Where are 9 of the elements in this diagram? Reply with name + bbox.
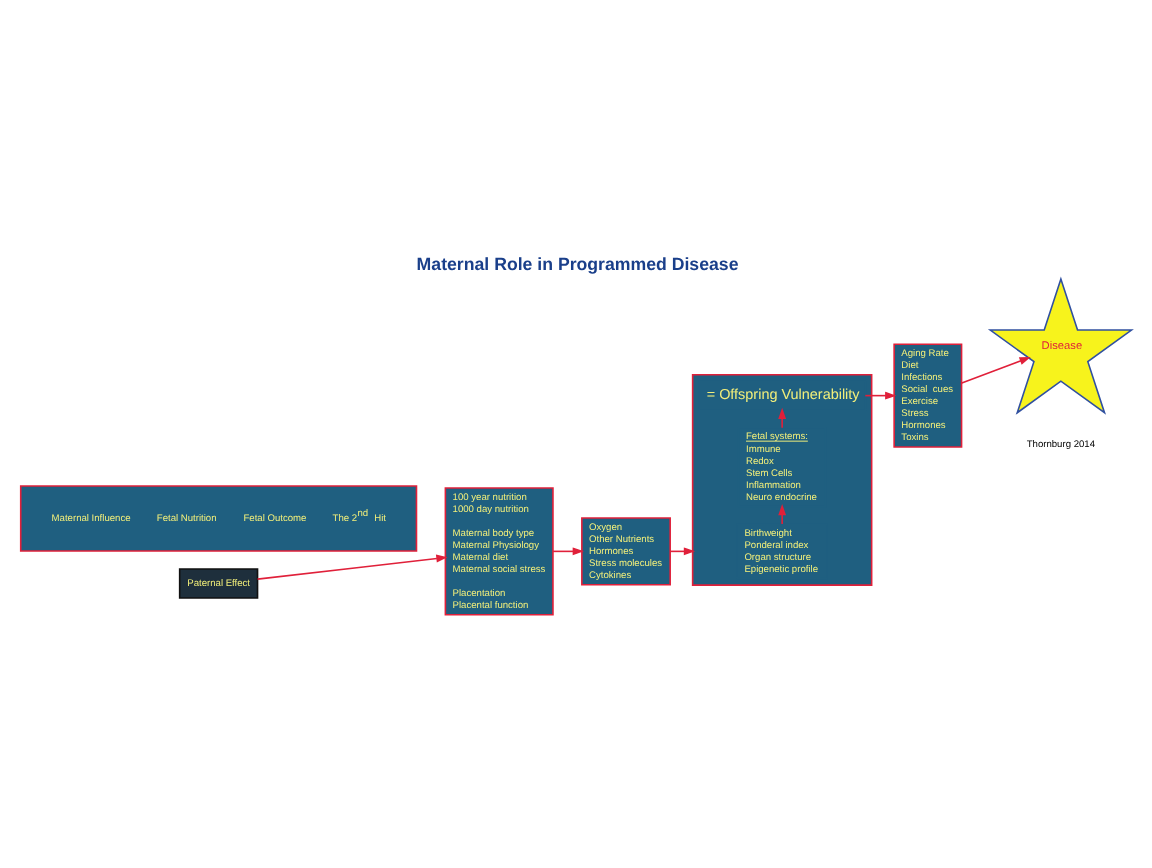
arrow (778, 504, 787, 525)
arrow (552, 547, 584, 556)
cluster (691, 373, 873, 586)
diagram-title: Maternal Role in Programmed Disease (416, 253, 739, 274)
arrow (864, 391, 897, 400)
arrow (256, 554, 448, 580)
arrow (778, 407, 787, 429)
node-text: = Offspring Vulnerability (706, 385, 860, 404)
arrow (961, 356, 1031, 384)
